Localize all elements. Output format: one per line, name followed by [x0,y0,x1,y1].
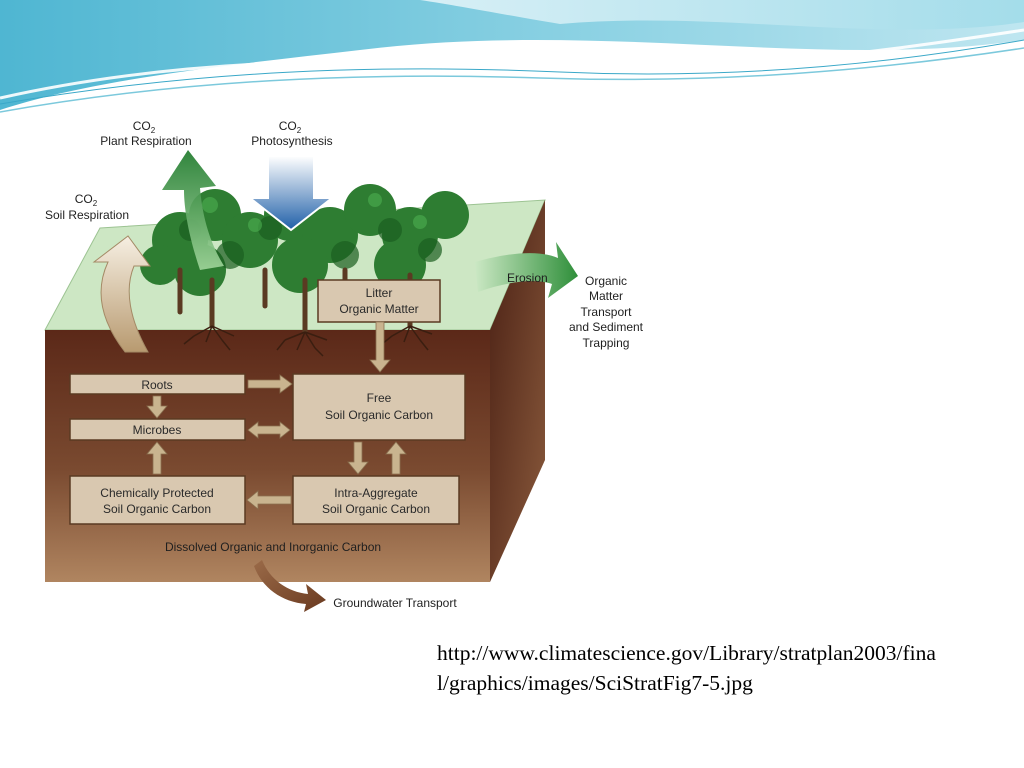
svg-text:Soil Organic Carbon: Soil Organic Carbon [103,502,211,516]
groundwater-arrow [254,560,326,612]
photosynthesis-label: CO2 Photosynthesis [251,119,332,148]
svg-text:Microbes: Microbes [133,423,182,437]
svg-text:Litter: Litter [366,286,393,300]
svg-text:Intra-Aggregate: Intra-Aggregate [334,486,418,500]
dissolved-carbon-label: Dissolved Organic and Inorganic Carbon [165,540,381,554]
photosynthesis-arrow [247,155,335,232]
groundwater-label: Groundwater Transport [333,596,457,610]
plant-respiration-arrow [162,150,224,270]
arrow-roots-to-free [247,374,293,394]
chemically-protected-box: Chemically Protected Soil Organic Carbon [69,475,246,525]
arrow-intra-to-free [385,441,407,475]
svg-text:CO2: CO2 [75,192,98,208]
svg-text:Organic Matter: Organic Matter [339,302,418,316]
arrow-microbes-free [247,421,291,439]
header-wave-decoration [0,0,1024,113]
arrow-roots-to-microbes [146,395,168,419]
source-url-text: http://www.climatescience.gov/Library/st… [437,641,936,695]
soil-block-side [490,200,545,582]
intra-aggregate-box: Intra-Aggregate Soil Organic Carbon [292,475,460,525]
soil-block-front [45,330,490,582]
soil-respiration-label: CO2 Soil Respiration [45,192,129,222]
svg-text:CO2: CO2 [133,119,156,135]
litter-box: Litter Organic Matter [317,279,441,323]
tree-roots [183,325,433,357]
svg-text:Soil Respiration: Soil Respiration [45,208,129,222]
svg-text:Organic: Organic [585,274,627,288]
svg-text:Free: Free [367,391,392,405]
svg-text:Plant Respiration: Plant Respiration [100,134,191,148]
soil-respiration-arrow [92,235,151,353]
plant-respiration-label: CO2 Plant Respiration [100,119,191,148]
arrow-chem-to-microbes [146,441,168,475]
erosion-label: Erosion [507,271,548,285]
svg-text:CO2: CO2 [279,119,302,135]
svg-text:Chemically Protected: Chemically Protected [100,486,213,500]
roots-box: Roots [69,373,246,395]
svg-text:and Sediment: and Sediment [569,320,644,334]
svg-text:Roots: Roots [141,378,172,392]
svg-text:Soil Organic Carbon: Soil Organic Carbon [322,502,430,516]
svg-text:Photosynthesis: Photosynthesis [251,134,332,148]
svg-text:Transport: Transport [581,305,633,319]
microbes-box: Microbes [69,418,246,441]
flow-arrows [146,321,407,510]
svg-text:Matter: Matter [589,289,623,303]
arrow-litter-to-free [369,321,391,373]
free-soil-organic-carbon-box: Free Soil Organic Carbon [292,373,466,441]
erosion-arrow [475,242,578,298]
organic-transport-label: Organic Matter Transport and Sediment Tr… [569,274,644,350]
arrow-free-to-intra [347,441,369,475]
arrow-intra-to-chem [246,490,292,510]
svg-text:Trapping: Trapping [583,336,630,350]
svg-text:Soil Organic Carbon: Soil Organic Carbon [325,408,433,422]
